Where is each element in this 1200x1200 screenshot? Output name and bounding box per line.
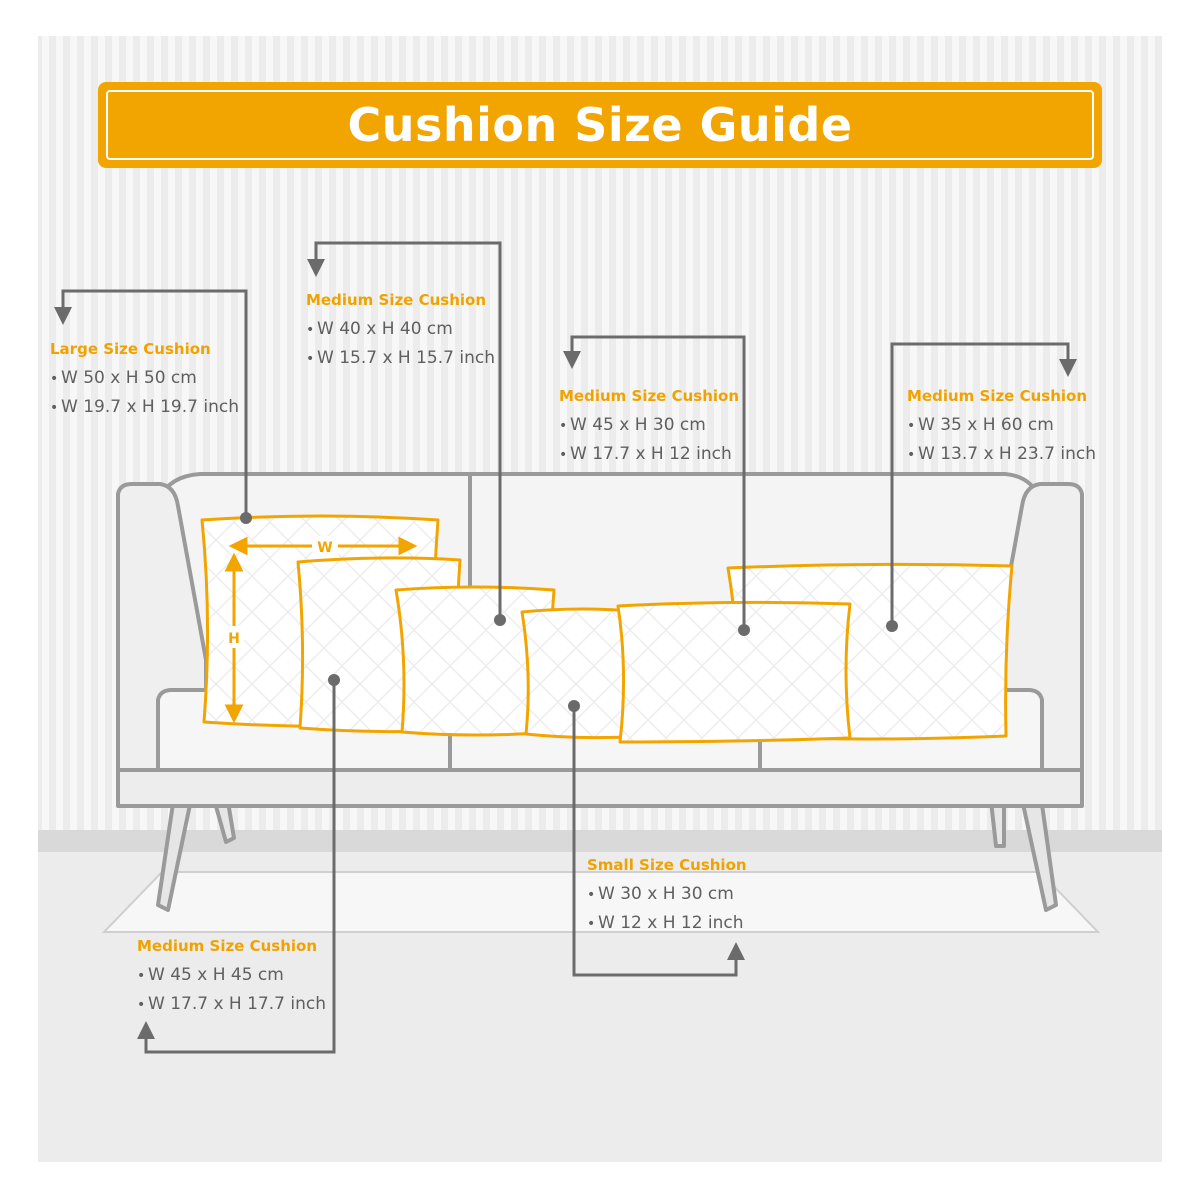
leader-small xyxy=(572,708,745,977)
spec-inch: •W 17.7 x H 17.7 inch xyxy=(137,990,326,1019)
leader-medium-40 xyxy=(307,241,502,620)
spec-inch-text: W 17.7 x H 17.7 inch xyxy=(148,994,326,1014)
title-banner-border xyxy=(106,90,1094,160)
bullet: • xyxy=(50,371,59,387)
leader-large xyxy=(54,289,248,520)
spec-medium-45: Medium Size Cushion •W 45 x H 45 cm •W 1… xyxy=(137,937,326,1019)
spec-inch-text: W 15.7 x H 15.7 inch xyxy=(317,348,495,368)
spec-title: Medium Size Cushion xyxy=(306,291,486,309)
spec-cm-text: W 35 x H 60 cm xyxy=(918,415,1054,435)
dot-small xyxy=(568,700,580,712)
spec-inch-text: W 19.7 x H 19.7 inch xyxy=(61,397,239,417)
spec-large: Large Size Cushion •W 50 x H 50 cm •W 19… xyxy=(50,340,239,422)
spec-title: Medium Size Cushion xyxy=(907,387,1087,405)
spec-small: Small Size Cushion •W 30 x H 30 cm •W 12… xyxy=(587,856,747,938)
spec-inch-text: W 17.7 x H 12 inch xyxy=(570,444,732,464)
spec-cm: •W 30 x H 30 cm xyxy=(587,880,747,909)
spec-inch: •W 13.7 x H 23.7 inch xyxy=(907,440,1096,469)
width-mark: W xyxy=(317,540,332,556)
cushion-medium-45x30-wide xyxy=(616,600,852,744)
spec-inch-text: W 12 x H 12 inch xyxy=(598,913,744,933)
bullet: • xyxy=(137,997,146,1013)
spec-medium-35x60: Medium Size Cushion •W 35 x H 60 cm •W 1… xyxy=(907,387,1096,469)
leader-medium-45 xyxy=(137,680,336,1054)
spec-inch: •W 12 x H 12 inch xyxy=(587,909,747,938)
spec-cm-text: W 45 x H 30 cm xyxy=(570,415,706,435)
bullet: • xyxy=(137,968,146,984)
spec-cm: •W 45 x H 30 cm xyxy=(559,411,739,440)
width-mark-bg xyxy=(312,536,338,556)
spec-inch: •W 15.7 x H 15.7 inch xyxy=(306,344,495,373)
page-title: Cushion Size Guide xyxy=(347,98,853,152)
spec-medium-40: Medium Size Cushion •W 40 x H 40 cm •W 1… xyxy=(306,291,495,373)
bullet: • xyxy=(587,916,596,932)
spec-inch: •W 17.7 x H 12 inch xyxy=(559,440,739,469)
leader-dots xyxy=(240,512,898,712)
spec-title: Large Size Cushion xyxy=(50,340,211,358)
height-mark: H xyxy=(228,631,240,647)
spec-title: Small Size Cushion xyxy=(587,856,747,874)
spec-cm: •W 45 x H 45 cm xyxy=(137,961,326,990)
bullet: • xyxy=(306,322,315,338)
cushions xyxy=(200,514,1014,744)
spec-cm-text: W 50 x H 50 cm xyxy=(61,368,197,388)
spec-inch-text: W 13.7 x H 23.7 inch xyxy=(918,444,1096,464)
height-mark-bg xyxy=(224,626,244,648)
leader-medium-35x60 xyxy=(890,342,1077,626)
bullet: • xyxy=(50,400,59,416)
bullet: • xyxy=(559,418,568,434)
bullet: • xyxy=(907,418,916,434)
spec-inch: •W 19.7 x H 19.7 inch xyxy=(50,393,239,422)
spec-cm: •W 40 x H 40 cm xyxy=(306,315,495,344)
spec-title: Medium Size Cushion xyxy=(137,937,317,955)
leader-medium-45x30 xyxy=(563,335,746,630)
skirting-board xyxy=(38,830,1162,852)
spec-title: Medium Size Cushion xyxy=(559,387,739,405)
spec-cm-text: W 45 x H 45 cm xyxy=(148,965,284,985)
bullet: • xyxy=(907,447,916,463)
bullet: • xyxy=(306,351,315,367)
spec-medium-45x30: Medium Size Cushion •W 45 x H 30 cm •W 1… xyxy=(559,387,739,469)
title-banner: Cushion Size Guide xyxy=(98,82,1102,168)
bullet: • xyxy=(559,447,568,463)
spec-cm-text: W 40 x H 40 cm xyxy=(317,319,453,339)
rug xyxy=(101,871,1101,933)
dot-large xyxy=(240,512,252,524)
dot-medium-35x60 xyxy=(886,620,898,632)
dot-medium-40 xyxy=(494,614,506,626)
spec-cm: •W 35 x H 60 cm xyxy=(907,411,1096,440)
dot-medium-45 xyxy=(328,674,340,686)
leader-lines xyxy=(54,241,1077,1054)
bullet: • xyxy=(587,887,596,903)
spec-cm: •W 50 x H 50 cm xyxy=(50,364,239,393)
spec-cm-text: W 30 x H 30 cm xyxy=(598,884,734,904)
dot-medium-45x30 xyxy=(738,624,750,636)
